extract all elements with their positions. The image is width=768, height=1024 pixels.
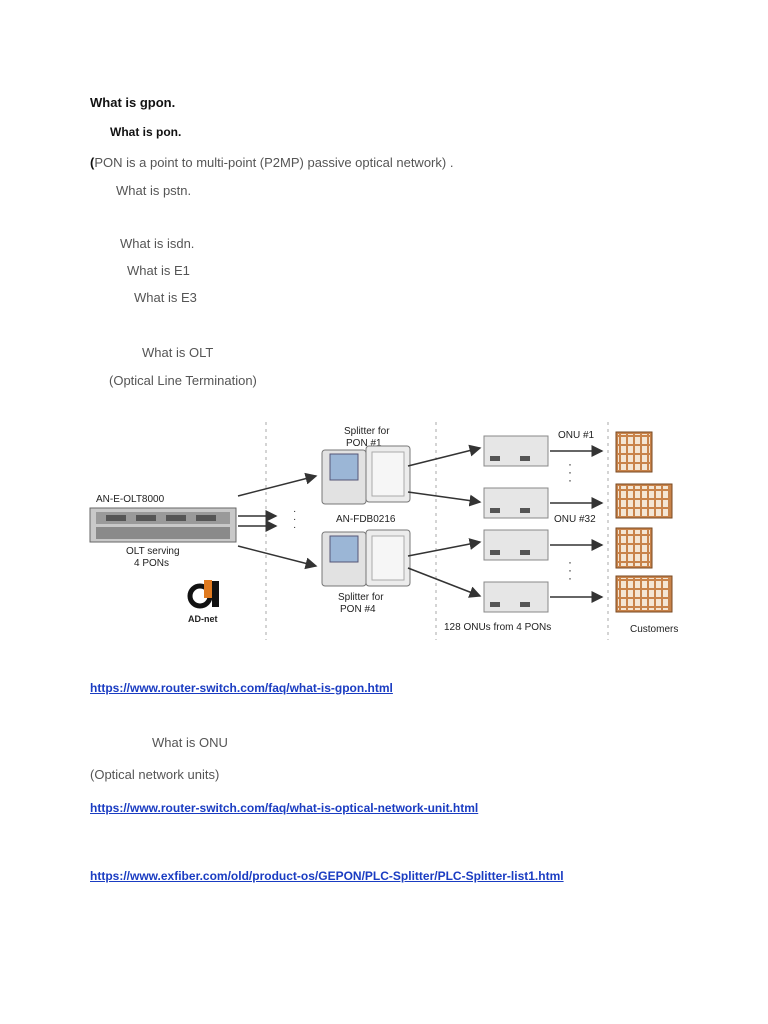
- olt-serving-label: OLT serving: [126, 546, 180, 557]
- splitter1-pon-label: PON #1: [346, 438, 382, 449]
- onu-device: [483, 529, 549, 561]
- customers-label: Customers: [630, 624, 678, 635]
- svg-text:·: ·: [568, 457, 572, 471]
- customer-building: [615, 575, 673, 613]
- svg-text:·: ·: [293, 514, 296, 525]
- what-is-onu: What is ONU: [152, 735, 228, 750]
- svg-text:·: ·: [568, 465, 572, 479]
- heading-what-is-pon: What is pon.: [110, 125, 182, 139]
- svg-text:·: ·: [293, 506, 296, 517]
- onu-device: [483, 487, 549, 519]
- svg-text:·: ·: [568, 571, 572, 585]
- olt-model-label: AN-E-OLT8000: [96, 494, 165, 505]
- olt-serving-pons-label: 4 PONs: [134, 558, 169, 569]
- splitter-box-pon4: [321, 529, 411, 587]
- olt-definition: (Optical Line Termination): [109, 373, 257, 388]
- customer-building: [615, 527, 653, 569]
- onu32-label: ONU #32: [554, 514, 596, 525]
- link-plc-splitter[interactable]: https://www.exfiber.com/old/product-os/G…: [90, 869, 564, 883]
- heading-what-is-gpon: What is gpon.: [90, 95, 176, 110]
- what-is-e1: What is E1: [127, 263, 190, 278]
- onus-total-label: 128 ONUs from 4 PONs: [444, 622, 551, 633]
- customer-building: [615, 431, 653, 473]
- adnet-logo: [187, 580, 219, 609]
- pon-definition: (PON is a point to multi-point (P2MP) pa…: [90, 155, 453, 170]
- splitter-box-pon1: [321, 445, 411, 505]
- splitter4-pon-label: PON #4: [340, 604, 376, 615]
- splitter4-label: Splitter for: [338, 592, 384, 603]
- pon-definition-text: PON is a point to multi-point (P2MP) pas…: [94, 155, 454, 170]
- olt-chassis: [89, 507, 237, 543]
- what-is-isdn: What is isdn.: [120, 236, 195, 251]
- svg-text:·: ·: [293, 522, 296, 533]
- splitter-model-label: AN-FDB0216: [336, 514, 396, 525]
- onu1-label: ONU #1: [558, 430, 595, 441]
- svg-text:·: ·: [568, 473, 572, 487]
- link-what-is-gpon[interactable]: https://www.router-switch.com/faq/what-i…: [90, 681, 393, 695]
- customer-building: [615, 483, 673, 519]
- pon-definition-paren: (: [90, 155, 95, 170]
- splitter1-label: Splitter for: [344, 426, 390, 437]
- svg-text:·: ·: [568, 563, 572, 577]
- gpon-network-diagram: AN-E-OLT8000 OLT serving 4 PONs AD-net ·…: [89, 422, 678, 640]
- onu-definition: (Optical network units): [90, 767, 220, 782]
- onu-device: [483, 581, 549, 613]
- link-what-is-onu[interactable]: https://www.router-switch.com/faq/what-i…: [90, 801, 479, 815]
- onu-device: [483, 435, 549, 467]
- what-is-olt: What is OLT: [142, 345, 214, 360]
- what-is-pstn: What is pstn.: [116, 183, 192, 198]
- what-is-e3: What is E3: [134, 290, 197, 305]
- svg-text:·: ·: [568, 555, 572, 569]
- brand-label: AD-net: [188, 614, 218, 624]
